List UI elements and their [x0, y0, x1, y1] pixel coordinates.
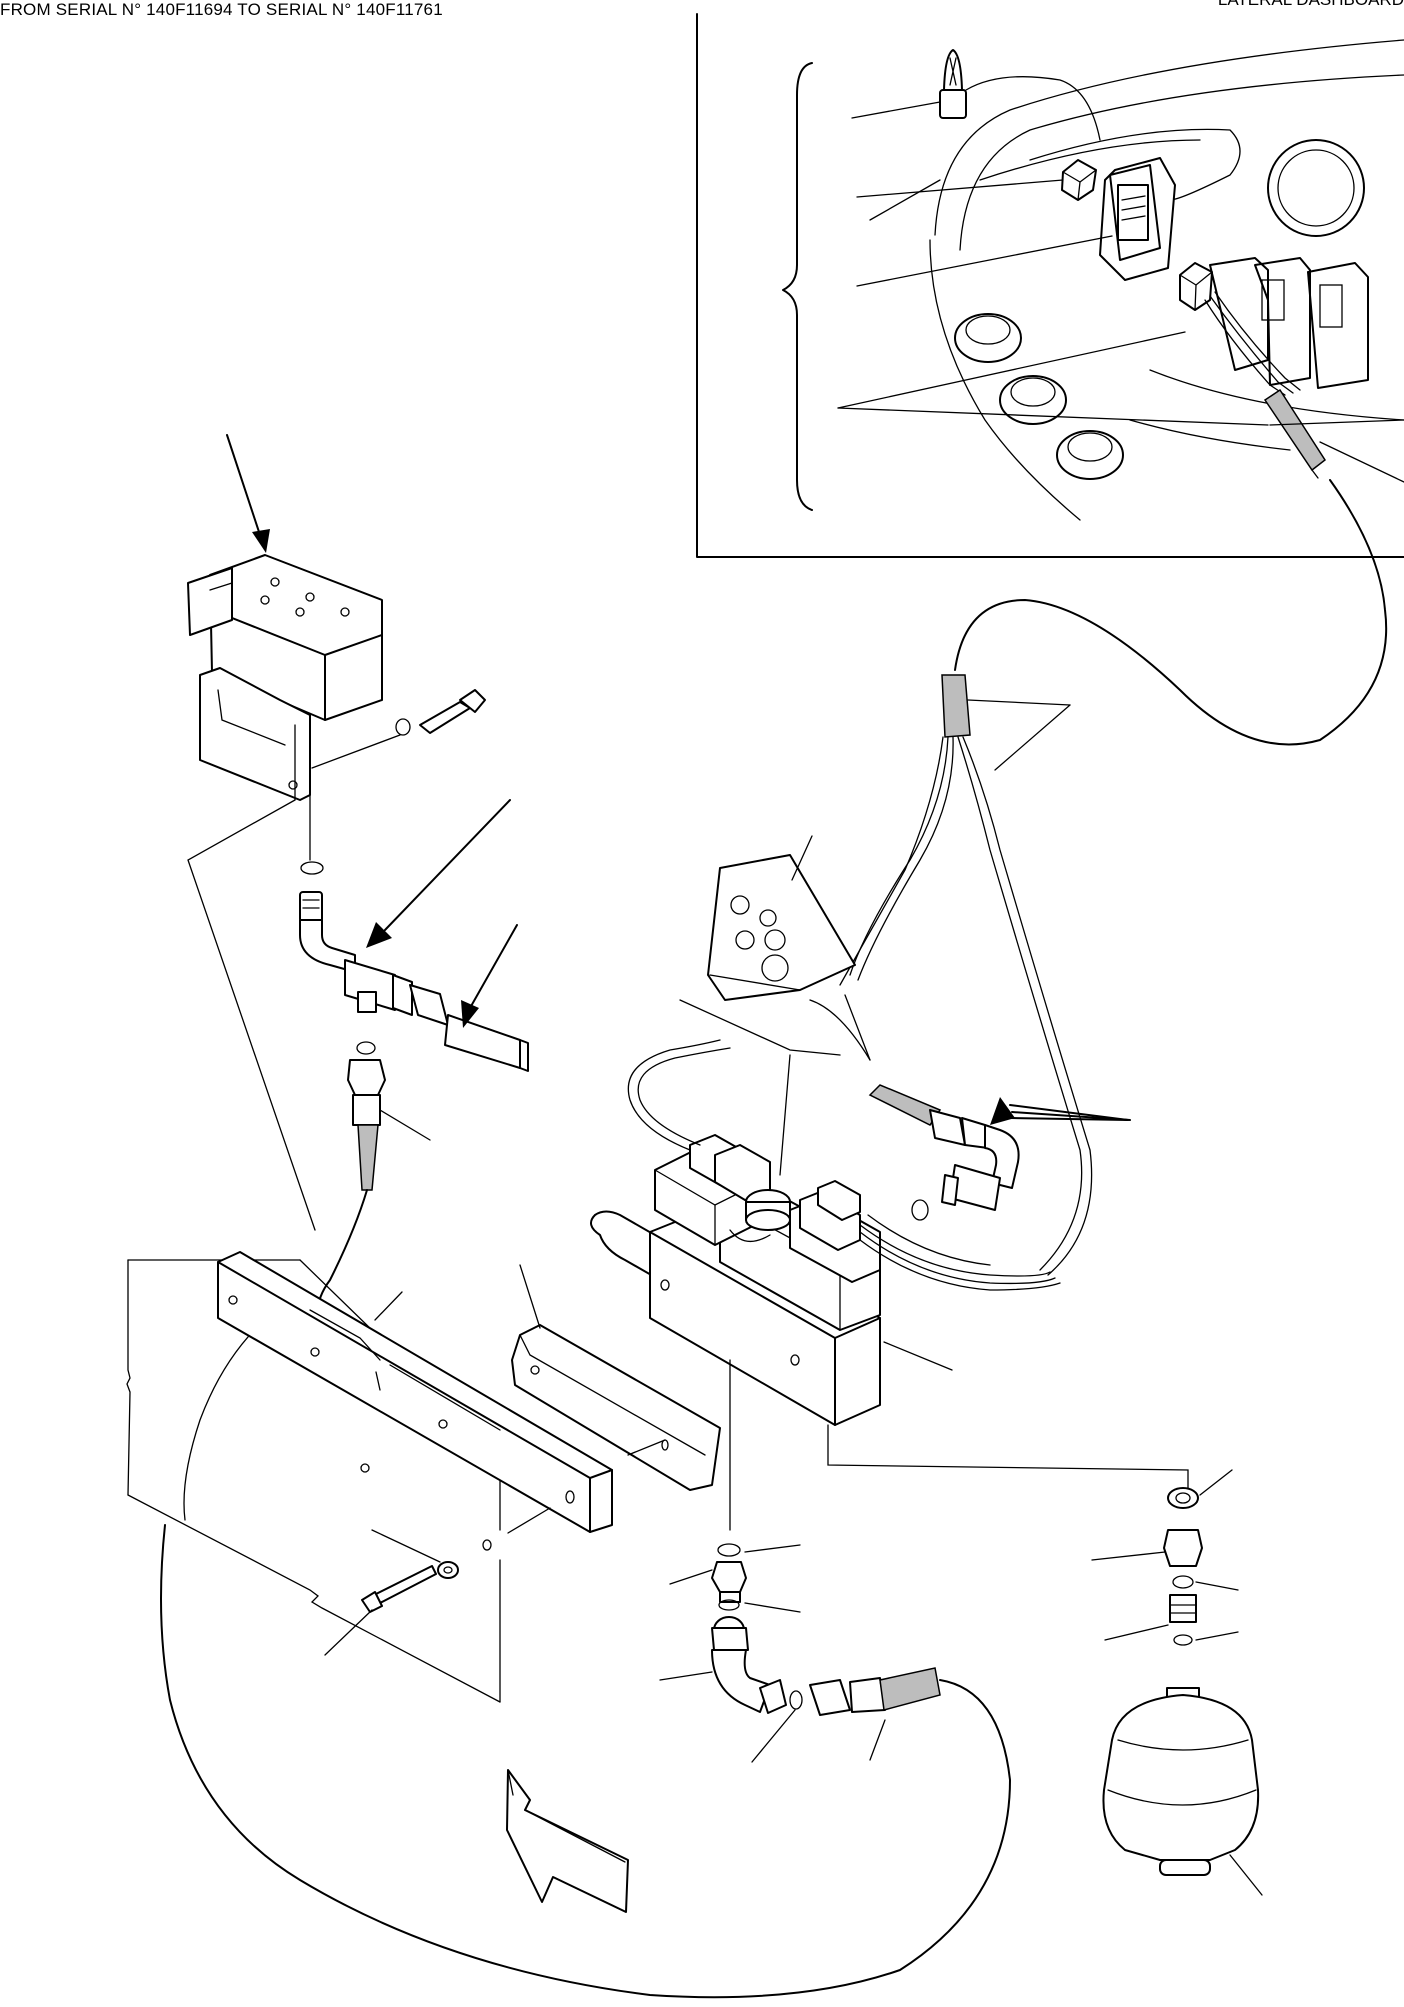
leader-harness	[967, 699, 1071, 706]
lower-fittings	[160, 1524, 1011, 1999]
leader-nipple	[669, 1569, 713, 1585]
accumulator	[1091, 1469, 1263, 1896]
pointer-arrow-tee	[384, 799, 511, 931]
leader-bar	[374, 1291, 403, 1321]
leader-wire-1	[837, 331, 1186, 409]
right-elbow-fitting	[868, 1084, 1131, 1221]
switch-row	[1209, 257, 1369, 389]
button-2	[999, 375, 1067, 425]
leader-valve-block	[883, 1341, 953, 1371]
leader-elbow	[659, 1671, 713, 1681]
switch-connector-left	[1061, 159, 1097, 201]
instruction-decal	[679, 835, 871, 1176]
button-3	[1056, 430, 1124, 480]
serial-range-caption: FROM SERIAL N° 140F11694 TO SERIAL N° 14…	[0, 0, 443, 19]
round-gauge	[1267, 139, 1365, 237]
wire-sleeve-inset	[1263, 388, 1327, 472]
pointer-arrow-valve	[226, 434, 262, 539]
leader-acc-nut	[1091, 1551, 1166, 1561]
top-valve-unit	[187, 434, 486, 1231]
leader-spacer	[519, 1264, 541, 1329]
leader-washer-3	[751, 1709, 796, 1763]
leader-bulb	[851, 101, 941, 119]
tee-fitting-assembly	[299, 799, 529, 1321]
leader-washer	[371, 1529, 441, 1563]
pointer-arrow-elbow	[1009, 1117, 1129, 1121]
inset-brace	[782, 62, 813, 511]
leader-lower-hose	[379, 1109, 431, 1141]
leader-hose	[869, 1719, 886, 1761]
leader-decal	[791, 835, 813, 881]
leader-acc-washer-3	[1195, 1631, 1239, 1641]
leader-accumulator	[1229, 1854, 1263, 1896]
dashboard-inset	[696, 13, 1404, 558]
mounting-plate	[126, 1251, 613, 1703]
rocker-switch	[1099, 157, 1176, 281]
spacer-plate	[511, 1264, 721, 1491]
leader-acc-washer-2	[1195, 1581, 1239, 1591]
leader-acc-nipple	[1104, 1624, 1169, 1641]
button-1	[954, 313, 1022, 363]
section-title: LATERAL DASHBOARD	[1204, 0, 1404, 9]
leader-washer-1	[744, 1544, 801, 1553]
pointer-arrow-hose	[469, 924, 518, 1009]
front-direction-arrow-icon	[506, 1769, 629, 1913]
leader-acc-washer	[1199, 1469, 1233, 1496]
leader-connector	[856, 179, 1064, 198]
leader-washer-2	[744, 1602, 801, 1613]
harness-cable	[954, 479, 1388, 746]
solenoid-valve-block	[590, 1039, 1189, 1531]
leader-switch	[856, 235, 1113, 287]
wire-harness	[839, 674, 1093, 1276]
bulb-icon	[939, 49, 1101, 141]
leader-bolt	[324, 1609, 373, 1656]
